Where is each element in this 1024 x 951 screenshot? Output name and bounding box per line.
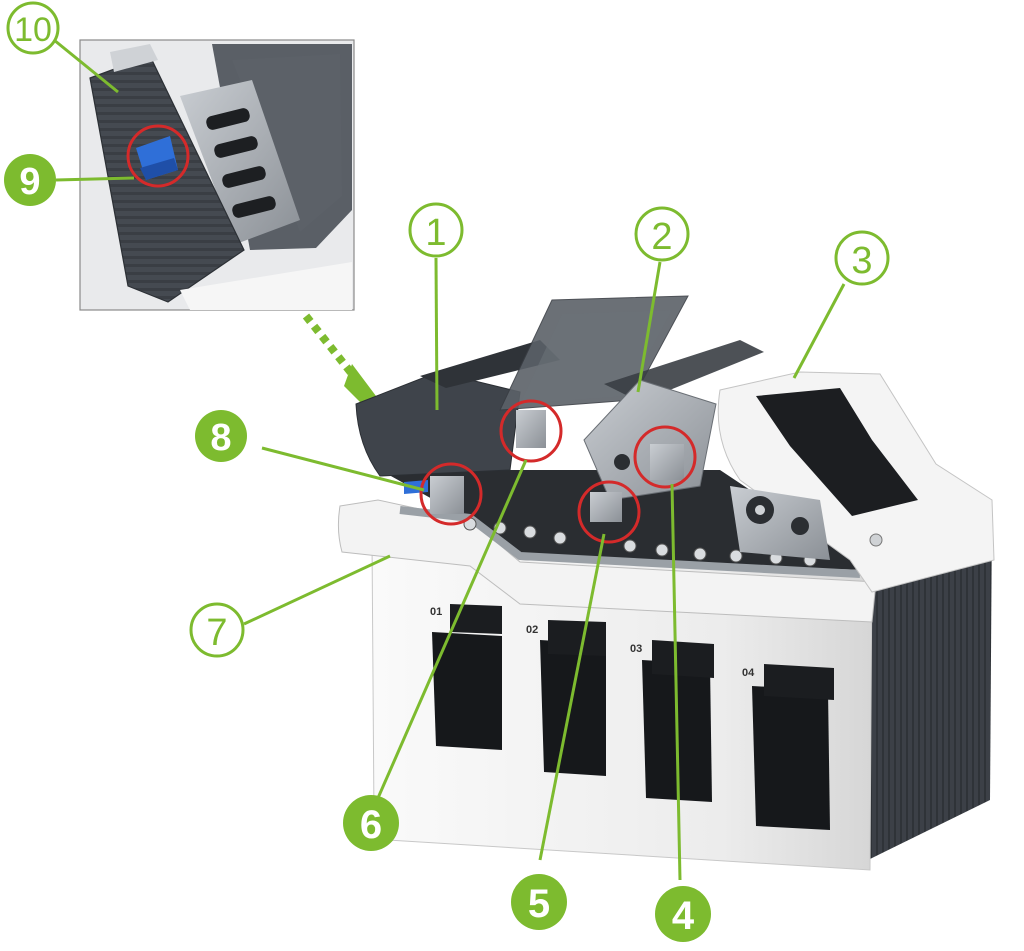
callout-badge-6: 6 <box>343 795 399 851</box>
highlight-ring-8 <box>419 462 483 526</box>
highlight-ring-6 <box>499 399 563 463</box>
callout-badge-9: 9 <box>4 154 56 206</box>
inset-detail-view <box>79 39 355 311</box>
highlight-rings <box>419 399 697 544</box>
hopper-cover <box>355 371 521 477</box>
inset-highlight-ring <box>126 124 190 188</box>
callout-number: 1 <box>425 212 446 254</box>
machine-side-panel <box>868 510 992 860</box>
inset-rollers <box>206 108 276 218</box>
stacker-bin-2-opening <box>540 640 606 776</box>
callout-badges: 10 9 1 2 3 8 7 6 <box>4 1 890 942</box>
leader-line-7 <box>243 554 391 626</box>
stacker-bin-4-label: 04 <box>742 667 755 679</box>
stacker-bin-1-opening <box>432 632 502 750</box>
leader-line-10 <box>53 38 119 94</box>
leader-line-9 <box>55 176 135 182</box>
callout-badge-8: 8 <box>195 410 247 462</box>
leader-line-1 <box>434 257 439 411</box>
highlight-ring-5 <box>577 480 641 544</box>
callout-number: 7 <box>206 612 227 654</box>
drive-gear-mechanism <box>730 486 830 560</box>
callout-number: 4 <box>672 894 695 938</box>
stacker-bin-4-opening <box>752 686 830 830</box>
callout-number: 6 <box>360 803 382 847</box>
leader-line-3 <box>792 283 846 379</box>
callout-number: 3 <box>851 240 872 282</box>
callout-badge-10: 10 <box>6 1 60 55</box>
stacker-bin-2-label: 02 <box>526 624 538 636</box>
callout-badge-5: 5 <box>511 874 567 930</box>
callout-number: 5 <box>528 882 550 926</box>
highlight-ring-4 <box>633 425 697 489</box>
callout-badge-1: 1 <box>408 202 464 258</box>
front-tray-ledge <box>337 499 877 623</box>
callout-number: 2 <box>651 216 672 258</box>
callout-number: 8 <box>210 417 231 459</box>
leader-line-4 <box>670 483 682 881</box>
leader-line-5 <box>538 533 606 861</box>
leader-line-2 <box>636 261 662 393</box>
callout-badge-7: 7 <box>189 602 245 658</box>
callout-badge-3: 3 <box>834 230 890 286</box>
callout-number: 10 <box>14 11 52 49</box>
leader-line-6 <box>376 459 528 799</box>
stacker-bin-3-label: 03 <box>630 643 642 655</box>
stacker-bin-1-label: 01 <box>430 606 442 618</box>
callout-badge-4: 4 <box>655 886 711 942</box>
inset-pointer-arrow <box>302 313 382 404</box>
callout-number: 9 <box>19 161 40 203</box>
callout-badge-2: 2 <box>634 206 690 262</box>
sorter-machine: 01 02 03 04 <box>337 295 995 871</box>
leader-line-8 <box>261 446 425 492</box>
reject-pocket-opening <box>756 388 918 516</box>
callout-leader-lines <box>53 38 846 881</box>
